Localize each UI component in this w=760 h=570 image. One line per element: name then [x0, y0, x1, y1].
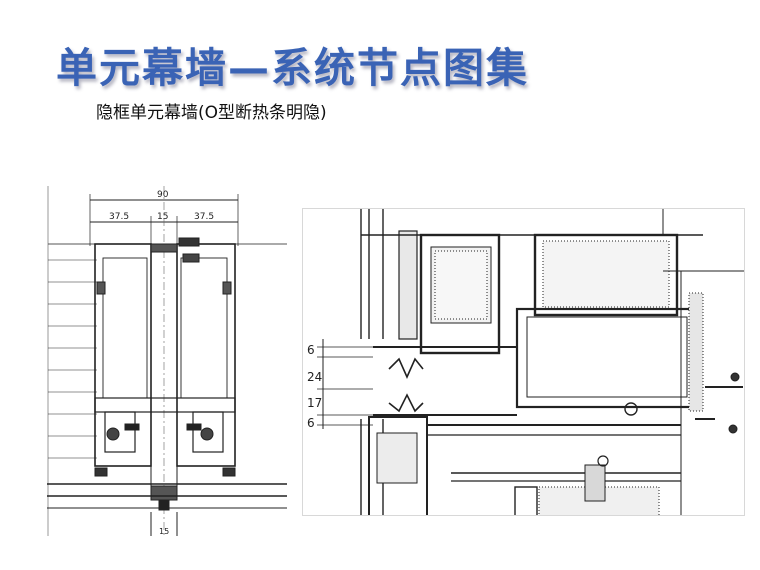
dim-label-2: 24 [307, 370, 322, 384]
dim-mid: 15 [157, 212, 168, 222]
dim-left: 37.5 [109, 212, 129, 222]
page-title: 单元幕墙—系统节点图集 [56, 44, 529, 92]
dim-right: 37.5 [194, 212, 214, 222]
dim-label-4: 6 [307, 416, 315, 430]
mullion-section-svg: 90 37.5 15 37.5 15 [47, 186, 287, 536]
transom-section-svg: 6 24 17 6 [307, 209, 744, 515]
dim-bottom: 15 [159, 527, 169, 536]
page-subtitle: 隐框单元幕墙(O型断热条明隐) [96, 103, 327, 123]
dim-overall: 90 [157, 190, 169, 200]
transom-section-drawing: 6 24 17 6 [302, 208, 745, 516]
dim-label-1: 6 [307, 343, 315, 357]
dim-label-3: 17 [307, 396, 322, 410]
mullion-section-drawing: 90 37.5 15 37.5 15 [47, 186, 287, 536]
